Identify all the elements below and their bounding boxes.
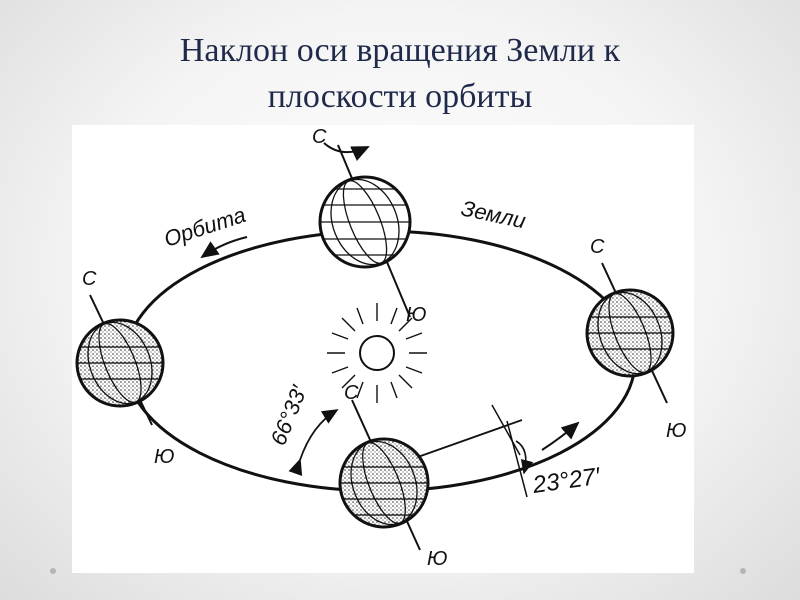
globe-right-north-label: С xyxy=(590,236,605,258)
globe-left-north-label: С xyxy=(82,268,97,290)
orbit-label-left: Орбита xyxy=(161,202,249,252)
globe-top-north-label: С xyxy=(312,126,327,148)
slide-title: Наклон оси вращения Земли к плоскости ор… xyxy=(0,28,800,120)
globe-left-south-label: Ю xyxy=(154,446,174,468)
globe-bottom-south-label: Ю xyxy=(427,548,447,570)
globe-bottom: С Ю xyxy=(338,382,523,570)
orbit-arrow-right xyxy=(541,421,580,451)
slide-nav-dot-left xyxy=(50,568,56,574)
globe-top-south-label: Ю xyxy=(406,304,426,326)
diagram-canvas: Орбита Земли xyxy=(75,126,686,570)
angle-label-orbit: 66°33′ xyxy=(265,381,312,449)
globe-right: С Ю xyxy=(585,236,686,442)
orbit-arrow-left xyxy=(200,236,248,259)
globe-left: С Ю xyxy=(75,268,174,468)
globe-right-south-label: Ю xyxy=(666,420,686,442)
orbit-label-right: Земли xyxy=(459,195,528,233)
angle-guide-line-2 xyxy=(506,420,528,498)
sun xyxy=(327,303,427,403)
earth-orbit-diagram: Орбита Земли xyxy=(72,125,694,573)
globe-bottom-north-label: С xyxy=(344,382,359,404)
slide-title-line-2: плоскости орбиты xyxy=(267,78,533,115)
angle-guide-line-1 xyxy=(491,404,521,456)
angle-arc-axis xyxy=(515,440,534,475)
angle-label-axis: 23°27′ xyxy=(530,463,603,499)
globe-top: С Ю xyxy=(312,126,426,326)
angle-arc-orbit xyxy=(288,409,339,476)
slide-nav-dot-right xyxy=(740,568,746,574)
slide-title-line-1: Наклон оси вращения Земли к xyxy=(179,32,621,69)
